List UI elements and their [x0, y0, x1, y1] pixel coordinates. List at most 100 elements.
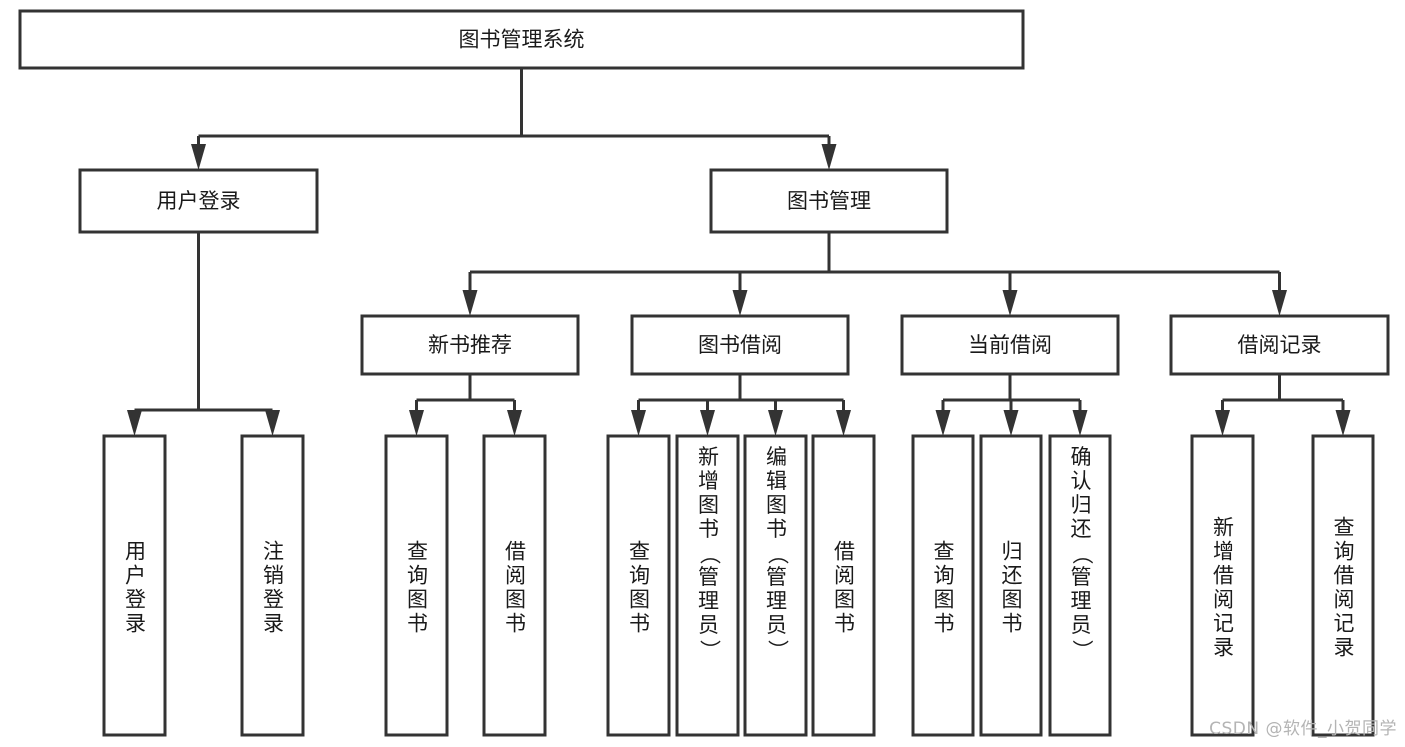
node-box [675, 434, 740, 737]
node-book-manage[interactable]: 图书管理 [709, 168, 949, 234]
arrow-head [1072, 410, 1088, 436]
node-label-char: 编 [766, 445, 787, 469]
arrow-head [700, 410, 715, 436]
node-label-char: 记 [1213, 612, 1234, 636]
node-book-borrow[interactable]: 图书借阅 [630, 314, 850, 376]
node-label-char: 理 [766, 589, 787, 613]
node-label-char: 书 [698, 517, 719, 541]
node-label-char: 增 [698, 469, 719, 493]
node-label-char: 录 [263, 612, 284, 636]
arrow-head [631, 410, 646, 436]
node-leaf-borrow-book-1[interactable]: 借阅图书借阅图书 [0, 0, 547, 737]
arrow-head [732, 290, 748, 316]
node-label-char: 员 [1071, 613, 1092, 637]
node-box [18, 9, 1025, 70]
node-new-book-recommend[interactable]: 新书推荐 [360, 314, 580, 376]
node-box [384, 434, 449, 737]
node-box [630, 314, 850, 376]
node-label-char: 增 [1213, 540, 1234, 564]
node-label-char: 录 [125, 612, 146, 636]
node-current-borrow[interactable]: 当前借阅 [900, 314, 1120, 376]
node-leaf-query-book-2[interactable]: 查询图书查询图书 [0, 0, 671, 737]
node-label-char: 书 [766, 517, 787, 541]
node-label-char: 还 [1002, 564, 1023, 588]
node-label-char: 书 [834, 612, 855, 636]
node-borrow-record[interactable]: 借阅记录 [1169, 314, 1390, 376]
node-label: 当前借阅 [968, 333, 1052, 357]
node-leaf-query-book-3[interactable]: 查询图书查询图书 [0, 0, 975, 737]
node-label-char: 阅 [1334, 588, 1355, 612]
connector-group [631, 374, 851, 436]
node-label-char: 员 [766, 613, 787, 637]
node-label-char: 查 [1334, 516, 1355, 540]
node-root[interactable]: 图书管理系统 [18, 9, 1025, 70]
node-label-char: 询 [934, 564, 955, 588]
node-label-char: 理 [698, 589, 719, 613]
node-label-char: ） [698, 640, 722, 661]
node-label-char: 借 [505, 540, 526, 564]
node-label-char: 书 [629, 612, 650, 636]
node-label-char: ） [1070, 640, 1094, 661]
node-leaf-user-login[interactable]: 用户登录用户登录 [0, 0, 167, 737]
arrow-head [821, 144, 837, 170]
node-layer: 图书管理系统用户登录图书管理新书推荐图书借阅当前借阅借阅记录用户登录用户登录注销… [0, 0, 1390, 737]
node-label-char: 确 [1071, 445, 1092, 469]
node-leaf-borrow-book-2[interactable]: 借阅图书借阅图书 [0, 0, 876, 737]
arrow-head [127, 410, 142, 436]
node-label-char: 记 [1334, 612, 1355, 636]
node-label-char: 询 [1334, 540, 1355, 564]
node-box [1169, 314, 1390, 376]
node-label-char: 户 [125, 564, 146, 588]
node-leaf-return-book[interactable]: 归还图书归还图书 [0, 0, 1043, 737]
node-label-char: 登 [263, 588, 284, 612]
node-label-char: 图 [766, 493, 787, 517]
node-box [900, 314, 1120, 376]
arrow-head [265, 410, 280, 436]
node-label-char: 借 [1213, 564, 1234, 588]
node-label-char: 查 [407, 540, 428, 564]
arrow-head [935, 410, 951, 436]
arrow-head [191, 144, 206, 170]
node-leaf-query-record[interactable]: 查询借阅记录查询借阅记录 [0, 0, 1375, 737]
node-label-char: 阅 [505, 564, 526, 588]
node-label-char: 管 [1071, 565, 1092, 589]
node-label-char: 图 [407, 588, 428, 612]
node-box [102, 434, 167, 737]
node-label-char: 图 [629, 588, 650, 612]
node-label: 图书管理 [787, 189, 871, 213]
node-label-char: 书 [505, 612, 526, 636]
arrow-head [409, 410, 424, 436]
node-box [709, 168, 949, 234]
connector-group [935, 374, 1088, 436]
node-label-char: （ [698, 544, 722, 565]
node-user-login[interactable]: 用户登录 [78, 168, 319, 234]
node-label-char: 查 [629, 540, 650, 564]
node-box [743, 434, 808, 737]
node-box [360, 314, 580, 376]
arrow-head [507, 410, 522, 436]
node-label-char: 图 [934, 588, 955, 612]
node-box [979, 434, 1043, 737]
node-label-char: 注 [263, 540, 284, 564]
node-leaf-add-record[interactable]: 新增借阅记录新增借阅记录 [0, 0, 1255, 737]
node-leaf-query-book-1[interactable]: 查询图书查询图书 [0, 0, 449, 737]
connector-layer [127, 68, 1351, 436]
node-box [1311, 434, 1375, 737]
node-label-char: 理 [1071, 589, 1092, 613]
node-label-char: 阅 [834, 564, 855, 588]
node-label-char: 询 [407, 564, 428, 588]
node-label-char: 辑 [766, 469, 787, 493]
node-label-char: 图 [505, 588, 526, 612]
arrow-head [768, 410, 783, 436]
node-label-char: 录 [1334, 636, 1355, 660]
node-box [1190, 434, 1255, 737]
connector-group [462, 232, 1287, 316]
node-label-char: 还 [1071, 517, 1092, 541]
node-leaf-logout[interactable]: 注销登录注销登录 [0, 0, 305, 737]
node-label-char: 管 [698, 565, 719, 589]
arrow-head [1002, 290, 1018, 316]
